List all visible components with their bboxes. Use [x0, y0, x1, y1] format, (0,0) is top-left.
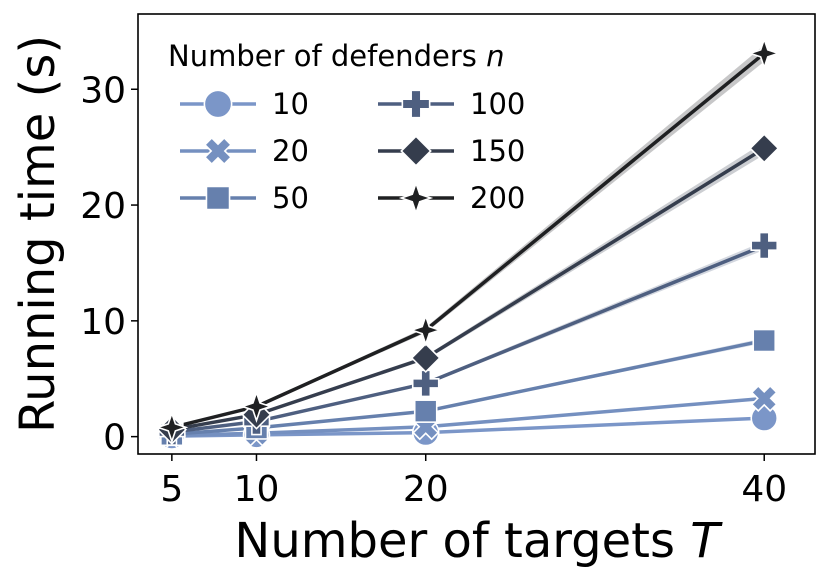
point-series-10-x40 — [750, 404, 779, 432]
legend-label-100: 100 — [470, 87, 525, 121]
x-axis: 5 10 20 40 — [160, 454, 787, 510]
y-tick-label-0: 0 — [103, 418, 126, 459]
legend-label-20: 20 — [272, 134, 309, 168]
x-axis-label: Number of targets T — [234, 513, 723, 569]
line-series-150 — [171, 146, 766, 432]
point-series-200-x20 — [409, 313, 443, 347]
plot-frame — [137, 13, 816, 455]
legend: Number of defenders n 10 20 50 100 150 200 — [168, 39, 525, 216]
legend-marker-20 — [203, 136, 233, 166]
legend-title: Number of defenders n — [168, 39, 504, 73]
y-axis: 0 10 20 30 — [80, 70, 138, 459]
legend-marker-150 — [400, 135, 432, 167]
series-markers — [155, 36, 781, 450]
legend-label-150: 150 — [470, 134, 525, 168]
point-series-100-x20 — [411, 369, 440, 398]
line-series-100 — [171, 243, 765, 434]
point-series-150-x40 — [749, 133, 780, 164]
y-axis-label: Running time (s) — [10, 35, 66, 433]
legend-label-10: 10 — [272, 87, 309, 121]
line-series-50 — [171, 338, 765, 437]
point-series-50-x20 — [413, 399, 438, 423]
legend-label-50: 50 — [272, 181, 309, 215]
plot-background — [138, 14, 815, 454]
legend-marker-10 — [203, 89, 233, 119]
x-tick-label-5: 5 — [160, 469, 183, 510]
legend-marker-100 — [401, 89, 431, 119]
x-tick-label-40: 40 — [741, 469, 787, 510]
y-tick-label-30: 30 — [80, 70, 126, 111]
legend-label-200: 200 — [470, 181, 525, 215]
point-series-200-x10 — [239, 390, 273, 424]
point-series-20-x40 — [750, 384, 778, 413]
line-series-200 — [171, 52, 766, 430]
legend-marker-200 — [398, 180, 434, 216]
point-series-200-x40 — [747, 36, 781, 70]
legend-marker-50 — [205, 185, 231, 211]
y-tick-label-20: 20 — [80, 186, 126, 227]
point-series-50-x40 — [752, 328, 777, 353]
x-tick-label-20: 20 — [403, 469, 449, 510]
point-series-100-x40 — [750, 231, 779, 260]
point-series-200-x5 — [155, 410, 189, 444]
line-series-20 — [171, 396, 765, 438]
x-tick-label-10: 10 — [234, 469, 280, 510]
y-tick-label-10: 10 — [80, 302, 126, 343]
series-lines — [171, 52, 766, 438]
point-series-150-x20 — [410, 342, 441, 374]
